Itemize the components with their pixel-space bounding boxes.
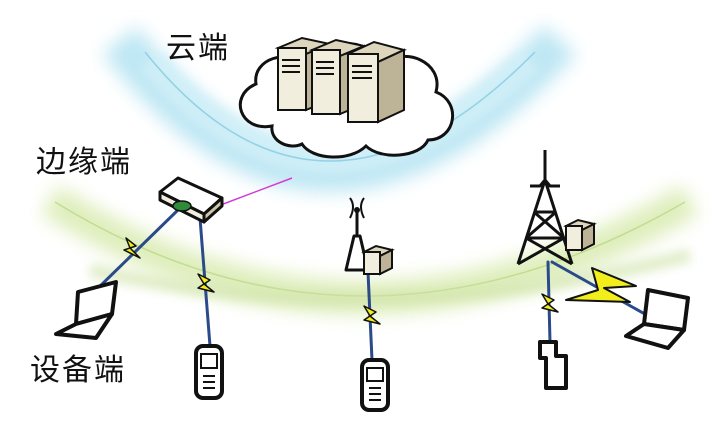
server-icon (345, 40, 407, 124)
wireless-link-icon (565, 267, 637, 303)
router-icon (158, 176, 224, 224)
mobile-phone-icon (360, 358, 390, 412)
wireless-link-icon (541, 293, 559, 313)
laptop-icon (54, 280, 118, 340)
wireless-link-icon (363, 305, 381, 325)
access-point-icon (344, 197, 370, 272)
edge-tier-label: 边缘端 (36, 145, 132, 180)
edge-box-icon (361, 244, 395, 276)
edge-box-icon (563, 218, 597, 252)
device-tier-label: 设备端 (30, 353, 126, 388)
cloud-tier-band (102, 25, 577, 192)
handset-icon (538, 340, 568, 390)
laptop-icon (624, 288, 690, 350)
cell-tower-icon (516, 150, 574, 266)
cloud-tier-label: 云端 (166, 31, 230, 66)
router-cloud-link (217, 177, 293, 207)
wireless-link-icon (197, 273, 215, 293)
mobile-phone-icon (194, 344, 224, 400)
wireless-link-icon (123, 237, 141, 259)
